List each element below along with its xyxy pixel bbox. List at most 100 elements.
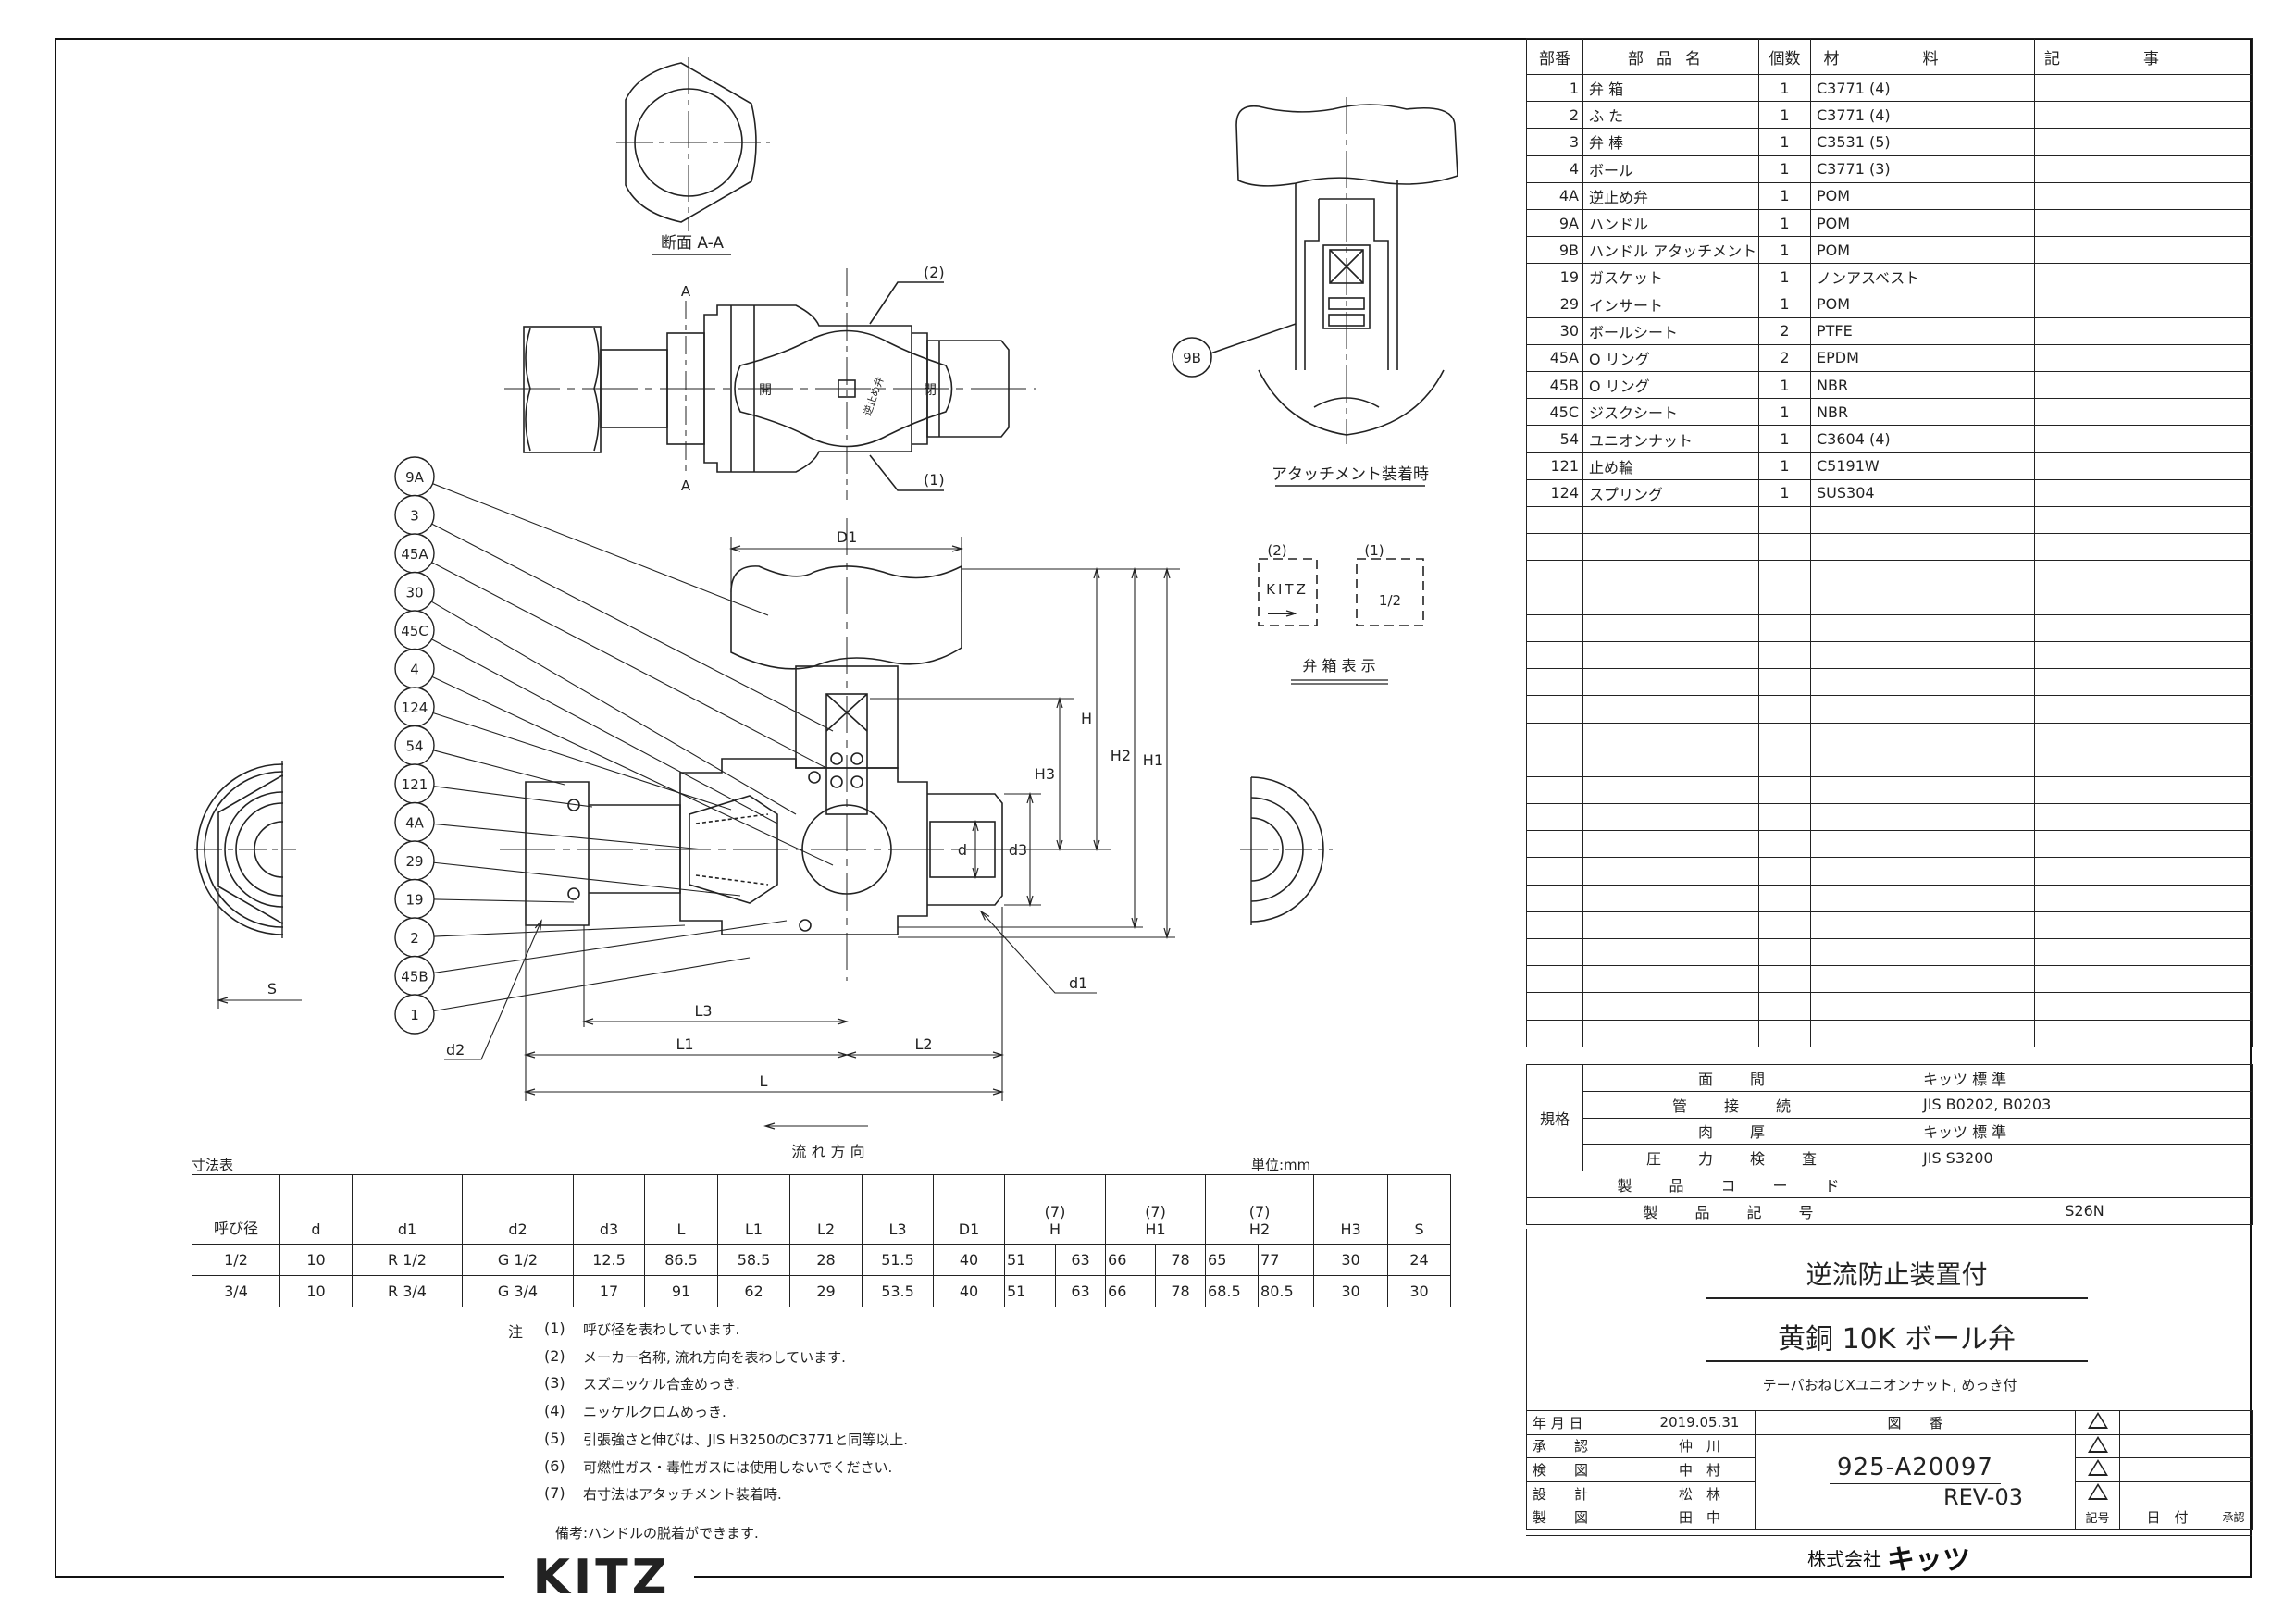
parts-cell-material [1810, 560, 2035, 588]
revision-approved-header: 承認 [2215, 1505, 2253, 1530]
parts-cell-name: 弁 箱 [1582, 73, 1759, 103]
parts-cell-qty: 1 [1758, 452, 1811, 480]
dimension-cell-d3: 12.5 [573, 1244, 645, 1276]
dimension-cell-H2_a: 68.5 [1205, 1275, 1260, 1307]
dim-d2: d2 [446, 1041, 465, 1059]
parts-cell-qty [1758, 937, 1811, 967]
parts-row-empty [1526, 613, 2253, 642]
drawing-no-label: 図 番 [1755, 1410, 2076, 1435]
balloon-label: 4A [405, 815, 425, 832]
parts-row-empty [1526, 560, 2253, 588]
handle-close-mark: 閉 [924, 383, 937, 398]
header-remarks: 記事 [2034, 38, 2253, 75]
parts-row-empty [1526, 749, 2253, 777]
parts-cell-remarks [2034, 695, 2253, 724]
parts-cell-remarks [2034, 316, 2253, 345]
balloon-leader [431, 675, 834, 866]
parts-cell-no [1526, 830, 1583, 859]
dimension-cell-L: 91 [644, 1275, 718, 1307]
parts-cell-name: 弁 棒 [1582, 128, 1759, 156]
parts-cell-material [1810, 505, 2035, 535]
parts-cell-remarks [2034, 425, 2253, 453]
parts-cell-qty: 1 [1758, 128, 1811, 156]
col-size: 呼び径 [192, 1174, 280, 1245]
plan-view [504, 268, 1036, 500]
note-number: (2) [544, 1346, 565, 1365]
date-value: 2019.05.31 [1644, 1410, 1756, 1435]
dimension-cell-d1: R 1/2 [352, 1244, 463, 1276]
marking-box1-ref: (1) [1364, 542, 1384, 559]
revision-triangle-icon [2087, 1483, 2108, 1501]
col-d2: d2 [462, 1174, 574, 1245]
parts-cell-name [1582, 1019, 1759, 1047]
parts-cell-qty: 1 [1758, 181, 1811, 210]
dim-H: H [1081, 710, 1092, 727]
parts-row-empty [1526, 695, 2253, 724]
revision-mark-header: 記号 [2075, 1505, 2120, 1530]
section-caption: 断面 A-A [661, 234, 724, 253]
dimension-cell-L1: 58.5 [717, 1244, 790, 1276]
balloon-9B: 9B [1183, 350, 1201, 366]
parts-cell-material [1810, 1019, 2035, 1047]
parts-cell-remarks [2034, 587, 2253, 615]
parts-cell-remarks [2034, 452, 2253, 480]
parts-cell-remarks [2034, 478, 2253, 508]
parts-cell-qty [1758, 749, 1811, 777]
dimension-cell-d2: G 1/2 [462, 1244, 574, 1276]
callout-2: (2) [924, 264, 945, 281]
parts-cell-remarks [2034, 857, 2253, 886]
balloon-label: 45C [401, 623, 428, 639]
parts-cell-qty: 1 [1758, 73, 1811, 103]
parts-cell-material: POM [1810, 208, 2035, 238]
parts-cell-no [1526, 775, 1583, 805]
parts-cell-name: ボールシート [1582, 316, 1759, 345]
parts-cell-material: NBR [1810, 371, 2035, 400]
balloon-leader [433, 823, 704, 850]
attachment-caption: アタッチメント装着時 [1272, 465, 1429, 484]
balloon-label: 19 [405, 892, 423, 909]
date-label: 年 月 日 [1526, 1410, 1644, 1435]
parts-cell-qty [1758, 911, 1811, 940]
balloon-leader [433, 750, 565, 786]
dimension-cell-D1: 40 [933, 1244, 1005, 1276]
balloon-leader [433, 786, 593, 808]
parts-cell-no: 1 [1526, 73, 1583, 103]
balloon-45B: 45B [394, 920, 788, 997]
parts-cell-no [1526, 695, 1583, 724]
parts-cell-name [1582, 560, 1759, 588]
parts-cell-remarks [2034, 749, 2253, 777]
note-number: (1) [544, 1319, 565, 1337]
parts-cell-name [1582, 965, 1759, 994]
revision-number: REV-03 [1942, 1483, 2023, 1510]
col-H1-note: (7) [1145, 1203, 1166, 1220]
person-name: 中 村 [1644, 1457, 1756, 1482]
parts-cell-name [1582, 911, 1759, 940]
col-H3: H3 [1313, 1174, 1389, 1245]
parts-cell-qty: 1 [1758, 208, 1811, 238]
spec-row-label: 管接続 [1582, 1090, 1917, 1119]
balloon-label: 30 [405, 585, 423, 601]
parts-row-empty [1526, 911, 2253, 940]
parts-cell-no [1526, 937, 1583, 967]
parts-cell-qty [1758, 695, 1811, 724]
balloon-leader [433, 924, 686, 937]
col-L: L [644, 1174, 718, 1245]
parts-cell-qty [1758, 613, 1811, 642]
parts-cell-qty [1758, 560, 1811, 588]
balloon-1: 1 [394, 957, 751, 1035]
parts-cell-material [1810, 803, 2035, 832]
balloon-3: 3 [394, 494, 834, 732]
parts-cell-qty: 2 [1758, 343, 1811, 373]
col-d3: d3 [573, 1174, 645, 1245]
balloon-label: 29 [405, 853, 423, 870]
dimension-cell-size: 3/4 [192, 1275, 280, 1307]
parts-cell-no [1526, 749, 1583, 777]
parts-cell-qty [1758, 668, 1811, 697]
parts-cell-remarks [2034, 613, 2253, 642]
